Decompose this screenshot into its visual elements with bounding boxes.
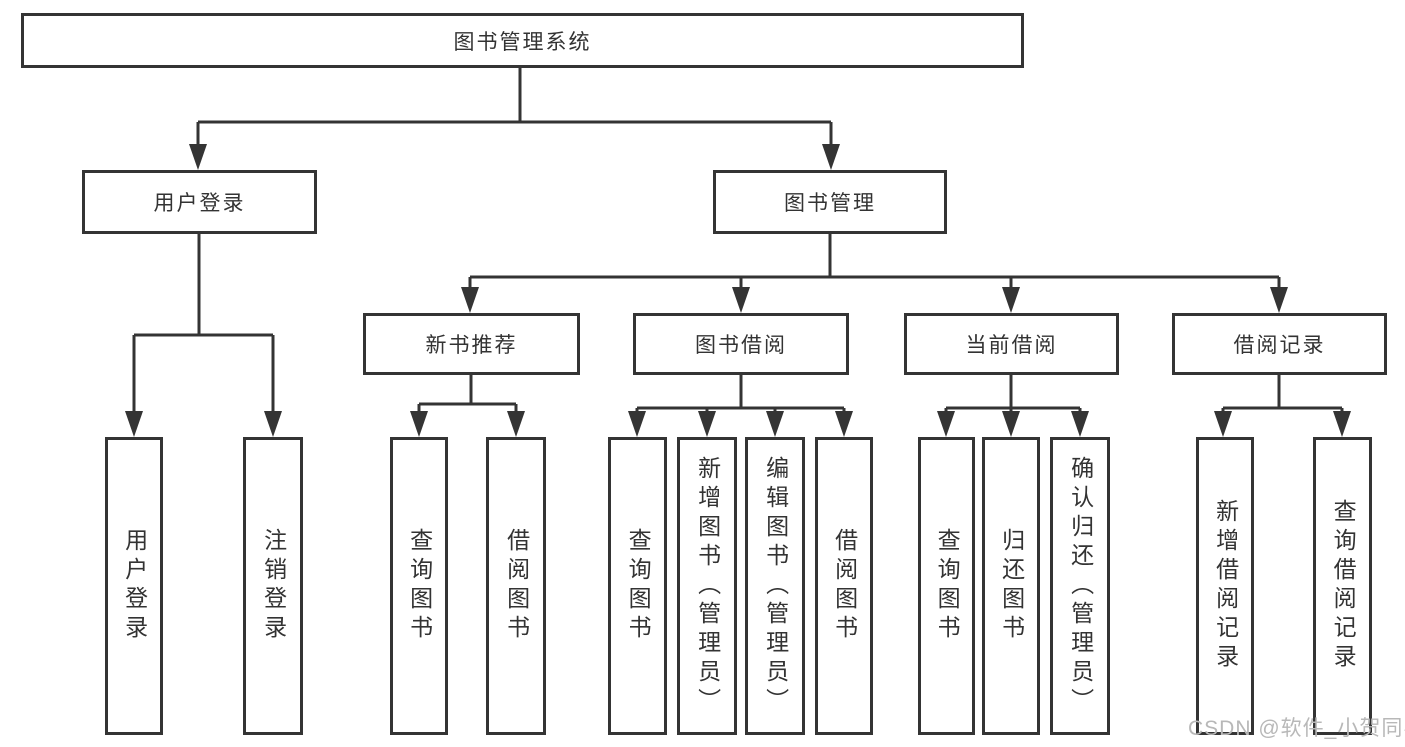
leaf-logout: 注销登录 xyxy=(243,437,303,735)
node-label: 用户登录 xyxy=(121,528,148,644)
node-new-book-recommend: 新书推荐 xyxy=(363,313,580,375)
node-label: 图书借阅 xyxy=(695,334,787,357)
node-label: 图书管理系统 xyxy=(453,30,592,54)
node-book-management: 图书管理 xyxy=(713,170,947,234)
node-label: 查询图书 xyxy=(625,528,652,644)
node-label: 查询借阅记录 xyxy=(1330,499,1357,673)
leaf-add-book-admin: 新增图书（管理员） xyxy=(677,437,737,735)
node-label: 借阅图书 xyxy=(503,528,530,644)
node-library-management-system: 图书管理系统 xyxy=(21,13,1024,68)
node-label: 查询图书 xyxy=(934,528,961,644)
leaf-add-borrow-record: 新增借阅记录 xyxy=(1196,437,1254,735)
node-label: 编辑图书（管理员） xyxy=(762,455,789,717)
node-label: 借阅图书 xyxy=(831,528,858,644)
node-label: 查询图书 xyxy=(406,528,433,644)
watermark: CSDN @软件_小贺同学 xyxy=(1188,717,1405,740)
leaf-borrow-books: 借阅图书 xyxy=(815,437,873,735)
leaf-query-borrow-record: 查询借阅记录 xyxy=(1313,437,1372,735)
node-label: 新增图书（管理员） xyxy=(694,455,721,717)
node-label: 用户登录 xyxy=(153,192,246,215)
node-label: 图书管理 xyxy=(784,192,876,215)
leaf-query-books-current: 查询图书 xyxy=(918,437,975,735)
leaf-borrow-books-recommend: 借阅图书 xyxy=(486,437,546,735)
leaf-edit-book-admin: 编辑图书（管理员） xyxy=(745,437,805,735)
node-borrow-records: 借阅记录 xyxy=(1172,313,1387,375)
leaf-user-login: 用户登录 xyxy=(105,437,163,735)
node-current-borrow: 当前借阅 xyxy=(904,313,1119,375)
node-label: 新增借阅记录 xyxy=(1212,499,1239,673)
leaf-query-books-borrow: 查询图书 xyxy=(608,437,667,735)
node-book-borrow: 图书借阅 xyxy=(633,313,849,375)
node-label: 借阅记录 xyxy=(1233,334,1326,357)
node-label: 确认归还（管理员） xyxy=(1067,455,1094,717)
node-label: 当前借阅 xyxy=(965,334,1058,357)
leaf-query-books-recommend: 查询图书 xyxy=(390,437,448,735)
node-label: 归还图书 xyxy=(998,528,1025,644)
node-label: 新书推荐 xyxy=(425,334,518,357)
node-user-login: 用户登录 xyxy=(82,170,317,234)
node-label: 注销登录 xyxy=(260,528,287,644)
leaf-confirm-return-admin: 确认归还（管理员） xyxy=(1050,437,1110,735)
leaf-return-books: 归还图书 xyxy=(982,437,1040,735)
